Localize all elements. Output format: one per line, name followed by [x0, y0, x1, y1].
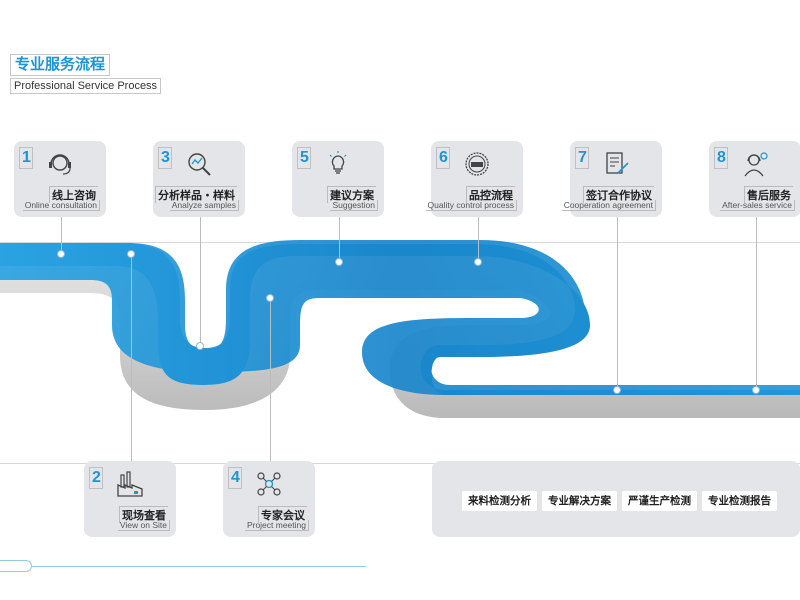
decorative-pill — [0, 560, 32, 572]
step-title-cn: 签订合作协议 — [583, 186, 654, 203]
connector-5 — [339, 216, 340, 262]
service-chip-production-testing[interactable]: 严谨生产检测 — [622, 491, 697, 511]
step-title-cn: 现场查看 — [119, 506, 168, 523]
step-number: 8 — [714, 147, 728, 169]
step-card-3[interactable]: 3 分析样品・样料 Analyze samples — [153, 141, 245, 217]
road-dot-3 — [196, 342, 204, 350]
step-title-en: After-sales service — [720, 200, 795, 211]
contract-signing-icon — [606, 152, 629, 174]
support-agent-icon — [744, 152, 768, 177]
step-card-4[interactable]: 4 专家会议 Project meeting — [223, 461, 315, 537]
step-number: 6 — [436, 147, 450, 169]
connector-6 — [478, 216, 479, 262]
step-title-en: Online consultation — [22, 200, 100, 211]
bottom-guide-line — [0, 463, 800, 464]
step-title-en: Cooperation agreement — [561, 200, 656, 211]
step-card-7[interactable]: 7 签订合作协议 Cooperation agreement — [561, 141, 662, 217]
title-block: 专业服务流程 Professional Service Process — [10, 54, 162, 94]
step-card-1[interactable]: 1 线上咨询 Online consultation — [14, 141, 106, 217]
service-chip-incoming-inspection[interactable]: 来料检测分析 — [462, 491, 537, 511]
road-dot-2 — [127, 250, 135, 258]
road-band — [0, 240, 800, 395]
step-title-en: Project meeting — [244, 520, 309, 531]
step-title-cn: 品控流程 — [466, 186, 515, 203]
step-title-en: Analyze samples — [169, 200, 239, 211]
iso-badge-icon — [465, 152, 489, 176]
step-card-6[interactable]: 6 品控流程 Quality control process — [425, 141, 523, 217]
connector-2 — [131, 254, 132, 462]
road-dot-4 — [266, 294, 274, 302]
step-title-cn: 专家会议 — [258, 506, 307, 523]
road-dot-7 — [613, 386, 621, 394]
step-number: 2 — [89, 467, 103, 489]
step-number: 4 — [228, 467, 242, 489]
step-title-cn: 售后服务 — [744, 186, 793, 203]
page-title: 专业服务流程 — [10, 54, 111, 76]
road-dot-8 — [752, 386, 760, 394]
service-chip-solutions[interactable]: 专业解决方案 — [542, 491, 617, 511]
page-subtitle: Professional Service Process — [10, 78, 162, 94]
network-people-icon — [257, 472, 281, 496]
connector-1 — [61, 216, 62, 254]
step-card-8[interactable]: 8 售后服务 After-sales service — [709, 141, 800, 217]
step-title-cn: 建议方案 — [327, 186, 376, 203]
road-dot-6 — [474, 258, 482, 266]
lightbulb-icon — [329, 151, 347, 174]
step-title-en: Suggestion — [330, 200, 378, 211]
step-card-2[interactable]: 2 现场查看 View on Site — [84, 461, 176, 537]
connector-7 — [617, 216, 618, 390]
factory-icon — [117, 471, 143, 497]
decorative-line — [32, 566, 366, 567]
road-dot-5 — [335, 258, 343, 266]
headset-icon — [49, 154, 71, 175]
step-title-en: Quality control process — [425, 200, 517, 211]
connector-3 — [200, 216, 201, 346]
road-dot-1 — [57, 250, 65, 258]
magnifier-chart-icon — [188, 153, 211, 176]
step-title-cn: 分析样品・样料 — [155, 186, 237, 203]
services-panel: 来料检测分析 专业解决方案 严谨生产检测 专业检测报告 — [432, 461, 800, 537]
step-number: 5 — [297, 147, 311, 169]
step-card-5[interactable]: 5 建议方案 Suggestion — [292, 141, 384, 217]
step-number: 1 — [19, 147, 33, 169]
connector-8 — [756, 216, 757, 390]
step-number: 3 — [158, 147, 172, 169]
service-chip-test-report[interactable]: 专业检测报告 — [702, 491, 777, 511]
step-title-en: View on Site — [117, 520, 170, 531]
step-number: 7 — [575, 147, 589, 169]
connector-4 — [270, 298, 271, 462]
step-title-cn: 线上咨询 — [49, 186, 98, 203]
